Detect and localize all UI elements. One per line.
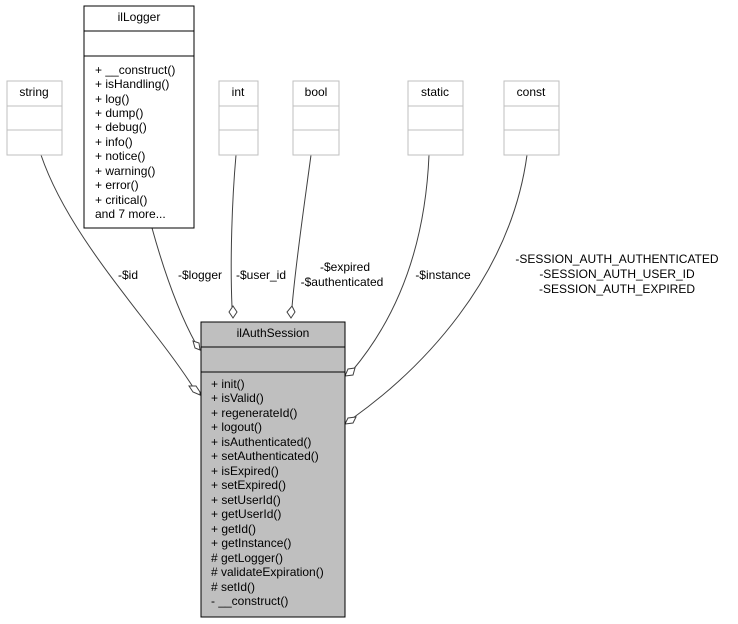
edge-label-auth-user-id: -SESSION_AUTH_USER_ID: [539, 267, 695, 281]
edge-label-expired: -$expired: [320, 260, 370, 274]
method: - __construct(): [211, 594, 288, 608]
class-ilauthsession[interactable]: ilAuthSession + init() + isValid() + reg…: [200, 321, 346, 618]
method: + setExpired(): [211, 478, 286, 492]
method: + getUserId(): [211, 507, 281, 521]
diamond-instance: [344, 367, 356, 377]
method: + isValid(): [211, 391, 264, 405]
class-name: const: [517, 85, 546, 99]
diamond-const: [344, 416, 357, 425]
edge-label-auth-expired: -SESSION_AUTH_EXPIRED: [539, 282, 695, 296]
class-int[interactable]: int: [218, 80, 259, 156]
class-name: int: [232, 85, 245, 99]
method: + getId(): [211, 522, 256, 536]
method: + log(): [95, 92, 129, 106]
class-bool[interactable]: bool: [292, 80, 340, 156]
edge-logger: [151, 227, 197, 345]
edge-id: [40, 154, 194, 388]
edge-label-auth-authenticated: -SESSION_AUTH_AUTHENTICATED: [515, 252, 718, 266]
method: + isHandling(): [95, 77, 169, 91]
method: # getLogger(): [211, 551, 283, 565]
edge-label-id: -$id: [118, 268, 138, 282]
method: + getInstance(): [211, 536, 291, 550]
method: + info(): [95, 135, 133, 149]
method: + error(): [95, 178, 139, 192]
edge-label-user-id: -$user_id: [236, 268, 286, 282]
diamond-logger: [192, 340, 201, 351]
edge-const: [352, 154, 528, 419]
edge-bool: [291, 154, 312, 308]
method: + dump(): [95, 106, 143, 120]
method: + warning(): [95, 164, 155, 178]
class-name: string: [19, 85, 48, 99]
method: # setId(): [211, 580, 255, 594]
diamond-id: [188, 385, 201, 396]
method: + isAuthenticated(): [211, 435, 311, 449]
class-string[interactable]: string: [6, 80, 63, 156]
method: + debug(): [95, 120, 147, 134]
method: + logout(): [211, 420, 262, 434]
class-name: ilAuthSession: [237, 326, 310, 340]
class-static[interactable]: static: [407, 80, 464, 156]
edge-user-id: [230, 154, 237, 308]
class-name: ilLogger: [118, 10, 161, 24]
method: + regenerateId(): [211, 406, 297, 420]
class-name: static: [421, 85, 449, 99]
method: + setUserId(): [211, 493, 281, 507]
method: + __construct(): [95, 63, 175, 77]
class-const[interactable]: const: [503, 80, 560, 156]
edge-label-logger: -$logger: [178, 268, 222, 282]
method-more: and 7 more...: [95, 207, 166, 221]
edge-label-instance: -$instance: [415, 268, 471, 282]
method: + notice(): [95, 149, 145, 163]
edge-instance: [351, 154, 430, 372]
method: + init(): [211, 377, 245, 391]
diamond-bool: [286, 305, 296, 319]
method: + isExpired(): [211, 464, 279, 478]
diamond-user-id: [228, 305, 238, 319]
class-illogger[interactable]: ilLogger + __construct() + isHandling() …: [83, 5, 195, 229]
edge-label-authenticated: -$authenticated: [301, 275, 384, 289]
method: # validateExpiration(): [211, 565, 324, 579]
method: + critical(): [95, 193, 147, 207]
class-name: bool: [305, 85, 328, 99]
method: + setAuthenticated(): [211, 449, 319, 463]
